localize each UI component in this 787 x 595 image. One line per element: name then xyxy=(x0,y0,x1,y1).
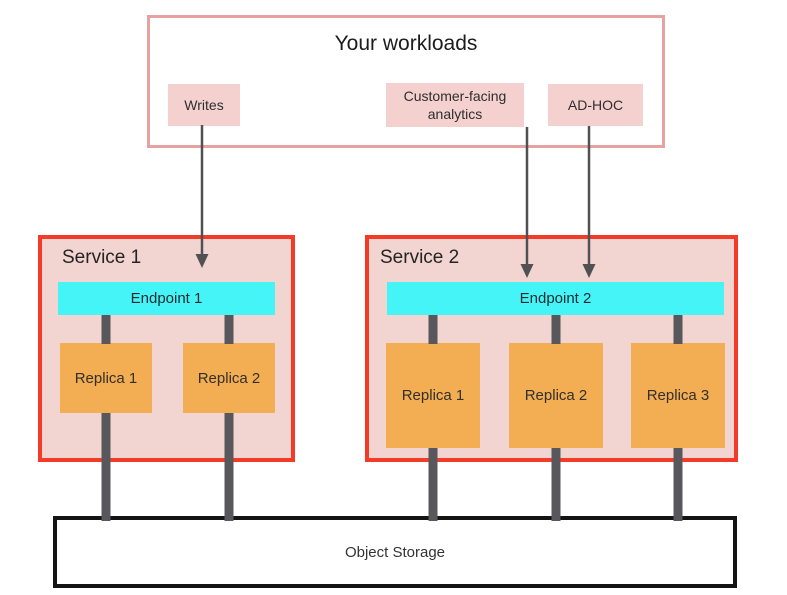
service-1-label: Service 1 xyxy=(62,247,142,268)
object-storage-box: Object Storage xyxy=(53,516,737,588)
workload-ad-hoc: AD-HOC xyxy=(548,84,643,126)
your-workloads-group: Your workloads Writes Customer-facing an… xyxy=(147,15,665,148)
service-1-replica-2: Replica 2 xyxy=(183,343,275,413)
service-1-endpoint: Endpoint 1 xyxy=(58,282,275,315)
service-1-group: Service 1 Endpoint 1 Replica 1 Replica 2 xyxy=(38,235,295,462)
service-2-endpoint: Endpoint 2 xyxy=(387,282,724,315)
workload-customer-facing-analytics: Customer-facing analytics xyxy=(386,83,524,127)
service-2-replica-3: Replica 3 xyxy=(631,343,725,448)
workload-writes: Writes xyxy=(168,84,240,126)
service-2-group: Service 2 Endpoint 2 Replica 1 Replica 2… xyxy=(365,235,738,462)
workloads-title: Your workloads xyxy=(334,32,478,55)
service-2-replica-1: Replica 1 xyxy=(386,343,480,448)
service-1-replica-1: Replica 1 xyxy=(60,343,152,413)
service-2-replica-2: Replica 2 xyxy=(509,343,603,448)
service-2-label: Service 2 xyxy=(380,247,460,268)
